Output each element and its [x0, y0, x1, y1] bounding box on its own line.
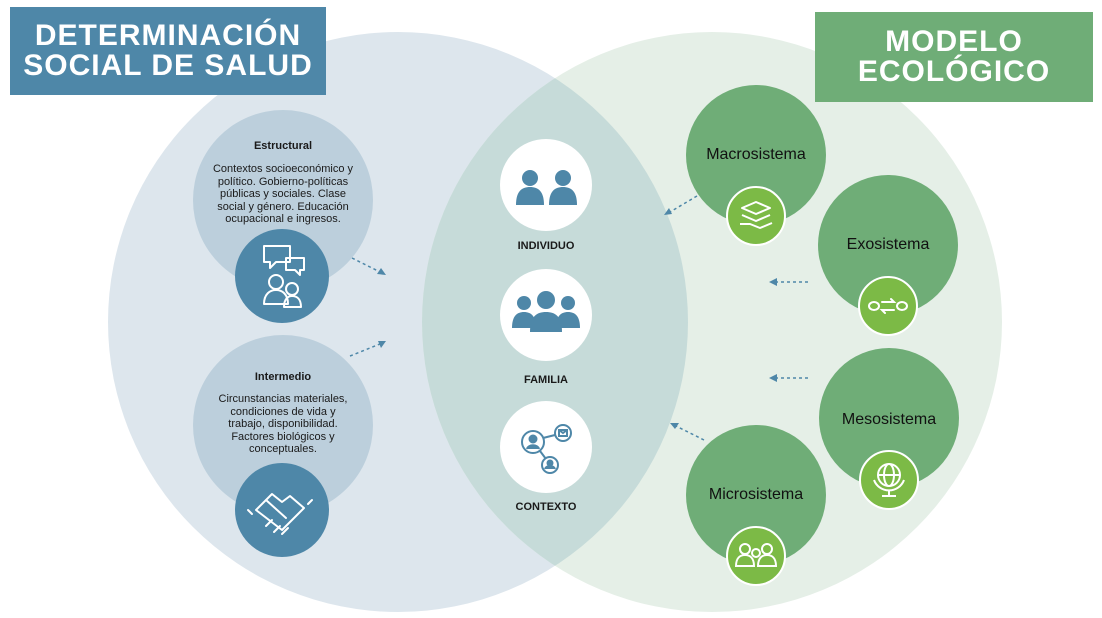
microsistema-label: Microsistema — [708, 486, 804, 503]
estructural-bubble — [193, 110, 373, 290]
individuo-label: INDIVIDUO — [517, 240, 575, 252]
two-persons-icon — [516, 170, 577, 205]
intermedio-desc-line: conceptuales. — [249, 443, 317, 455]
arrow-macrosistema — [669, 195, 698, 213]
group-people-icon — [512, 291, 580, 332]
macrosistema-icon-circle — [726, 186, 786, 246]
layers-hand-icon — [740, 201, 773, 229]
intermedio-icon-circle — [235, 463, 329, 557]
estructural-desc-line: ocupacional e ingresos. — [225, 213, 341, 225]
macrosistema-circle — [686, 85, 826, 225]
intermedio-description: Circunstancias materiales, condiciones d… — [195, 393, 371, 456]
arrow-intermedio — [349, 343, 381, 357]
flow-arrows — [349, 195, 808, 441]
individuo-circle — [500, 139, 592, 231]
family-icon — [734, 543, 778, 567]
conversation-people-icon — [263, 245, 305, 308]
handshake-icon — [247, 493, 313, 535]
mesosistema-circle — [819, 348, 959, 488]
estructural-icon-circle — [235, 229, 329, 323]
mesosistema-label: Mesosistema — [841, 411, 937, 428]
exchange-arrows-icon — [868, 298, 908, 314]
intermedio-desc-line: Circunstancias materiales, — [218, 393, 348, 405]
arrow-heads — [377, 208, 777, 429]
header-right-line2: ECOLÓGICO — [857, 55, 1051, 88]
intermedio-desc-line: trabajo, disponibilidad. — [228, 418, 338, 430]
exosistema-icon-circle — [858, 276, 918, 336]
intermedio-bubble — [193, 335, 373, 515]
intermedio-desc-line: condiciones de vida y — [230, 405, 336, 418]
header-modelo-ecologico: MODELO ECOLÓGICO — [815, 12, 1093, 102]
intermedio-desc-line: Factores biológicos y — [231, 430, 335, 443]
header-determinacion-social: DETERMINACIÓN SOCIAL DE SALUD — [10, 7, 326, 95]
estructural-description: Contextos socioeconómico y político. Gob… — [195, 163, 371, 226]
arrow-microsistema — [675, 425, 705, 441]
header-left-line2: SOCIAL DE SALUD — [23, 49, 313, 82]
network-people-icon — [521, 424, 572, 474]
estructural-desc-line: públicas y sociales. Clase — [220, 188, 346, 200]
header-left-line1: DETERMINACIÓN — [34, 19, 302, 52]
contexto-circle — [500, 401, 592, 493]
header-right-line1: MODELO — [885, 25, 1023, 58]
estructural-desc-line: Contextos socioeconómico y — [212, 163, 353, 175]
estructural-desc-line: político. Gobierno-políticas — [217, 175, 349, 188]
globe-icon — [873, 463, 905, 497]
mesosistema-icon-circle — [859, 450, 919, 510]
macrosistema-label: Macrosistema — [706, 146, 806, 163]
exosistema-circle — [818, 175, 958, 315]
estructural-title: Estructural — [253, 140, 313, 152]
estructural-desc-line: social y género. Educación — [217, 200, 349, 213]
contexto-label: CONTEXTO — [515, 501, 577, 513]
intermedio-title: Intermedio — [254, 371, 312, 383]
arrow-estructural — [351, 257, 381, 273]
familia-label: FAMILIA — [524, 374, 568, 386]
exosistema-label: Exosistema — [846, 236, 930, 253]
microsistema-circle — [686, 425, 826, 565]
